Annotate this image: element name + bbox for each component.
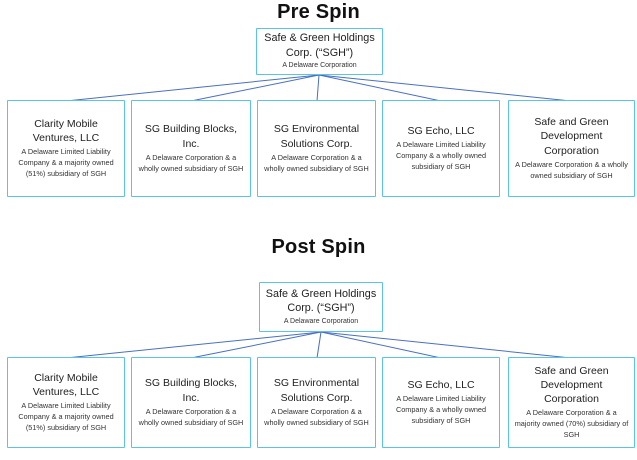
org-box-sg-environmental-post: SG Environmental Solutions Corp. A Delaw…: [257, 357, 376, 448]
connector-line: [190, 74, 320, 102]
connector-line: [316, 331, 322, 359]
org-box-sg-building-blocks-pre: SG Building Blocks, Inc. A Delaware Corp…: [131, 100, 251, 197]
org-box-sg-echo-post: SG Echo, LLC A Delaware Limited Liabilit…: [382, 357, 500, 448]
connector-line: [190, 331, 322, 359]
org-box-detail: A Delaware Corporation & a wholly owned …: [138, 152, 244, 173]
org-box-detail: A Delaware Corporation & a wholly owned …: [138, 406, 244, 427]
org-box-detail: A Delaware Limited Liability Company & a…: [395, 394, 487, 426]
org-box-name: SG Building Blocks, Inc.: [144, 123, 238, 150]
org-box-safe-green-dev-pre: Safe and Green Development Corporation A…: [508, 100, 635, 197]
connector-line: [320, 331, 572, 359]
org-box-name: Clarity Mobile Ventures, LLC: [32, 371, 100, 399]
connector-line: [65, 74, 320, 102]
org-box-name: SG Echo, LLC: [407, 125, 475, 137]
org-box-detail: A Delaware Corporation & a majority owne…: [514, 408, 629, 440]
section-title-post-spin: Post Spin: [271, 236, 366, 258]
org-box-name: Safe and Green Development Corporation: [534, 116, 609, 157]
org-box-name: SG Echo, LLC: [407, 379, 475, 391]
org-box-detail: A Delaware Limited Liability Company & a…: [395, 140, 487, 172]
org-box-detail: A Delaware Corporation: [282, 62, 357, 70]
org-box-detail: A Delaware Corporation & a wholly owned …: [264, 406, 369, 427]
org-box-name: SG Building Blocks, Inc.: [144, 377, 238, 404]
org-box-detail: A Delaware Corporation: [283, 317, 359, 325]
org-box-name: Clarity Mobile Ventures, LLC: [32, 117, 100, 145]
org-box-name: Safe & Green Holdings Corp. (“SGH”): [264, 32, 375, 59]
org-box-name: SG Environmental Solutions Corp.: [273, 123, 360, 150]
section-title-pre-spin: Pre Spin: [277, 1, 360, 23]
org-box-sg-echo-pre: SG Echo, LLC A Delaware Limited Liabilit…: [382, 100, 500, 197]
connector-line: [65, 331, 322, 359]
org-box-sg-environmental-pre: SG Environmental Solutions Corp. A Delaw…: [257, 100, 376, 197]
connector-line: [318, 74, 572, 102]
org-box-name: Safe & Green Holdings Corp. (“SGH”): [265, 287, 377, 315]
org-box-sg-building-blocks-post: SG Building Blocks, Inc. A Delaware Corp…: [131, 357, 251, 448]
connector-line: [320, 331, 442, 359]
org-box-sgh-pre: Safe & Green Holdings Corp. (“SGH”) A De…: [256, 28, 383, 75]
connector-line: [316, 74, 320, 102]
org-box-detail: A Delaware Corporation & a wholly owned …: [515, 159, 628, 180]
org-box-clarity-mobile-post: Clarity Mobile Ventures, LLC A Delaware …: [7, 357, 125, 448]
org-box-name: SG Environmental Solutions Corp.: [273, 377, 360, 404]
org-box-safe-green-dev-post: Safe and Green Development Corporation A…: [508, 357, 635, 448]
org-box-detail: A Delaware Corporation & a wholly owned …: [264, 152, 369, 173]
org-box-name: Safe and Green Development Corporation: [534, 364, 609, 406]
org-box-detail: A Delaware Limited Liability Company & a…: [18, 147, 114, 179]
org-box-detail: A Delaware Limited Liability Company & a…: [18, 401, 114, 433]
connector-line: [318, 74, 442, 102]
org-box-sgh-post: Safe & Green Holdings Corp. (“SGH”) A De…: [259, 282, 383, 332]
org-box-clarity-mobile-pre: Clarity Mobile Ventures, LLC A Delaware …: [7, 100, 125, 197]
